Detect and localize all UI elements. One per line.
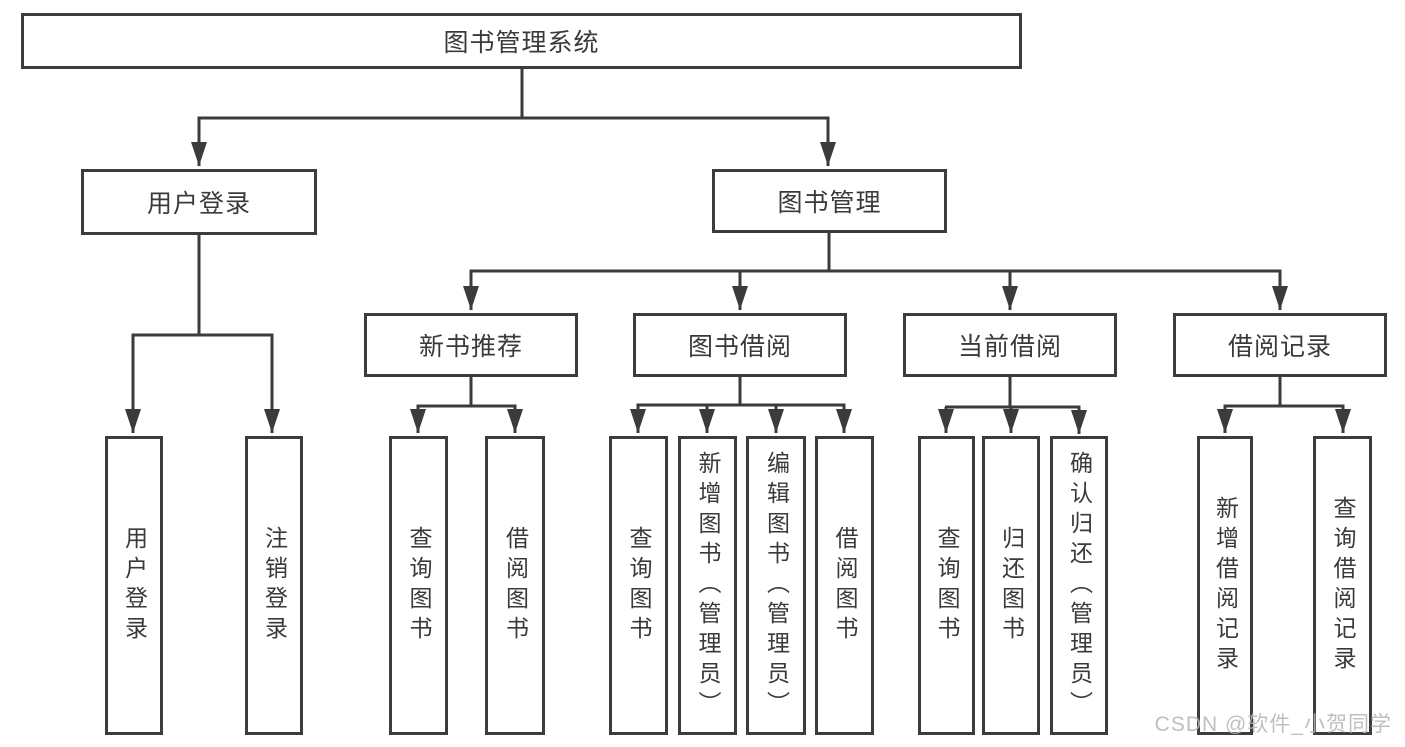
leaf-query-books-recommend: 查询图书 (389, 436, 448, 735)
leaf-return-books: 归还图书 (982, 436, 1040, 735)
leaf-user-login: 用户登录 (105, 436, 163, 735)
leaf-confirm-return-admin: 确认归还（管理员） (1050, 436, 1108, 735)
leaf-borrow-books-recommend: 借阅图书 (485, 436, 545, 735)
node-library-management-system: 图书管理系统 (21, 13, 1022, 69)
leaf-query-books-borrow: 查询图书 (609, 436, 668, 735)
node-new-book-recommendation: 新书推荐 (364, 313, 578, 377)
leaf-edit-book-admin: 编辑图书（管理员） (746, 436, 806, 735)
leaf-add-book-admin: 新增图书（管理员） (678, 436, 737, 735)
leaf-add-borrow-record: 新增借阅记录 (1197, 436, 1253, 735)
node-book-borrowing: 图书借阅 (633, 313, 847, 377)
node-book-management: 图书管理 (712, 169, 947, 233)
leaf-borrow-books: 借阅图书 (815, 436, 874, 735)
node-user-login: 用户登录 (81, 169, 317, 235)
node-current-borrowing: 当前借阅 (903, 313, 1117, 377)
leaf-query-borrow-record: 查询借阅记录 (1313, 436, 1372, 735)
leaf-logout-login: 注销登录 (245, 436, 303, 735)
node-borrowing-records: 借阅记录 (1173, 313, 1387, 377)
leaf-query-books-current: 查询图书 (918, 436, 975, 735)
csdn-watermark: CSDN @软件_小贺同学 (1154, 713, 1392, 736)
